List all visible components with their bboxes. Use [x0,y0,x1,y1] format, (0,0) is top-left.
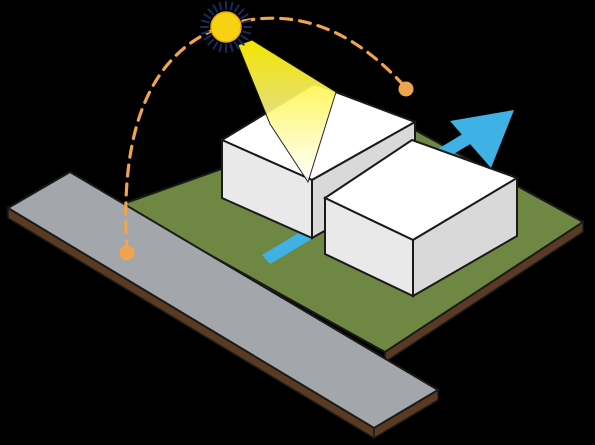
sun-ray [229,43,234,53]
sun-ray [200,30,210,35]
road-surface [6,170,440,430]
sun-ray [237,38,245,46]
sun-path-end-dot [398,81,414,97]
road [6,170,440,440]
sun-ray [212,41,218,50]
sun-ray [234,41,240,50]
sun-ray [240,35,249,41]
sun-ray-beam [237,39,337,184]
sun-ray [218,43,223,53]
building-right-side [412,176,518,298]
sun-icon [200,1,252,53]
sun-ray [212,4,218,13]
sun-ray [240,13,249,19]
sun-ray [218,1,223,11]
sun-ray [203,35,212,41]
sun-ray [207,38,215,46]
sun-ray [200,19,210,24]
sun-ray [234,4,240,13]
sun-ray [203,13,212,19]
sun-ray [242,30,252,35]
sun-ray [237,8,245,16]
sun-ray [207,8,215,16]
sun-ray [229,1,234,11]
building-right [322,138,520,298]
sun-path-start-dot [119,245,135,261]
sun-ray [242,19,252,24]
